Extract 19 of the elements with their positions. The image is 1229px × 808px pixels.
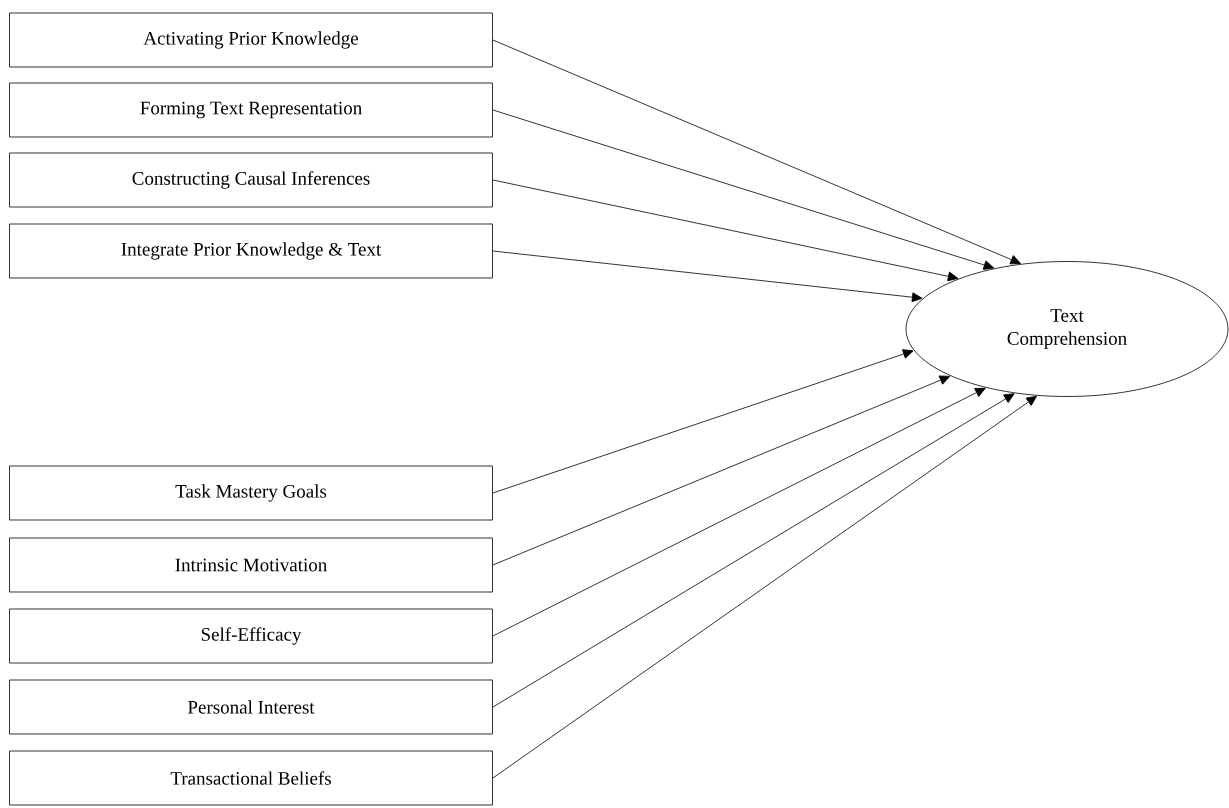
arrow — [492, 349, 914, 494]
process-box: Transactional Beliefs — [9, 750, 493, 806]
arrow — [492, 39, 1021, 265]
process-box: Constructing Causal Inferences — [9, 152, 493, 208]
arrow — [492, 375, 951, 566]
process-box: Intrinsic Motivation — [9, 537, 493, 593]
arrow — [492, 395, 1037, 779]
process-box: Self-Efficacy — [9, 608, 493, 664]
arrow — [492, 109, 995, 270]
process-box: Activating Prior Knowledge — [9, 12, 493, 68]
arrow — [492, 179, 959, 282]
process-box: Integrate Prior Knowledge & Text — [9, 223, 493, 279]
arrow — [492, 387, 986, 637]
process-box: Task Mastery Goals — [9, 465, 493, 521]
ellipse-node: Text Comprehension — [905, 261, 1229, 397]
arrow — [492, 393, 1015, 708]
process-box: Forming Text Representation — [9, 82, 493, 138]
process-box: Personal Interest — [9, 679, 493, 735]
arrow — [492, 250, 923, 303]
